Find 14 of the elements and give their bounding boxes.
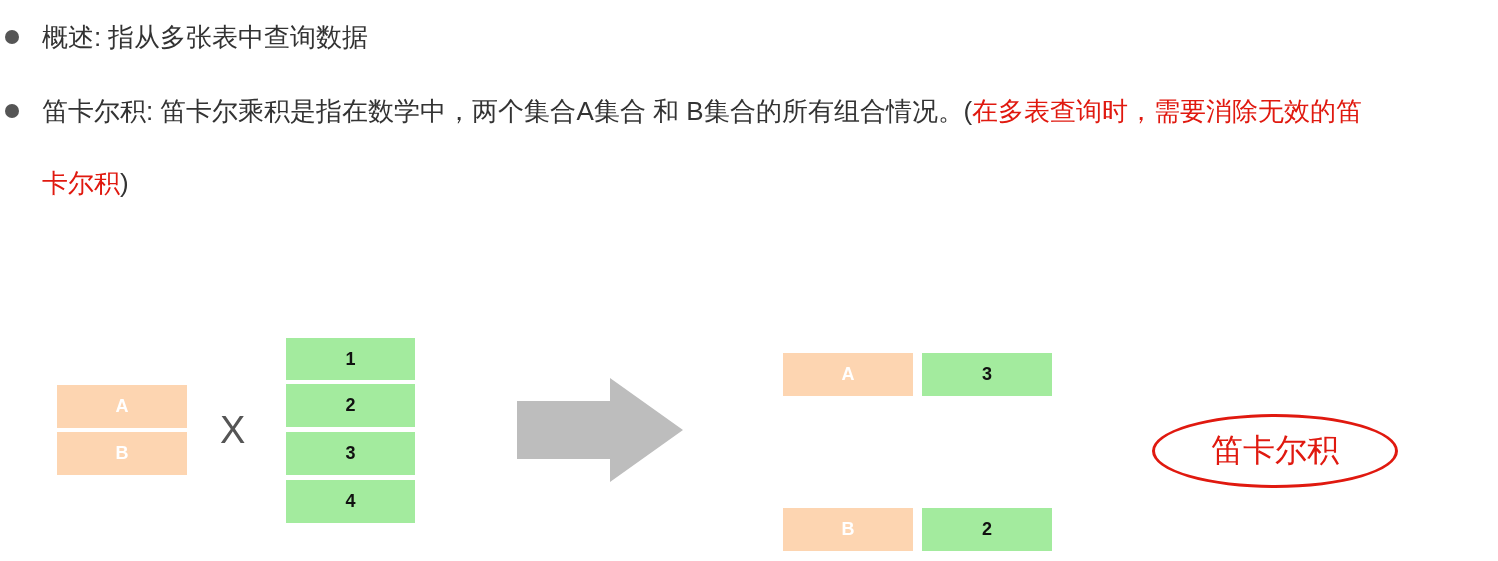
table-cell: A	[57, 385, 187, 428]
multiply-sign: X	[220, 408, 246, 452]
table-cell: 3	[286, 432, 415, 475]
table-cell: 1	[286, 338, 415, 380]
table-cell: 2	[922, 508, 1052, 551]
table-cell: A	[783, 353, 913, 396]
table-cell: B	[783, 508, 913, 551]
table-cell: 2	[286, 384, 415, 427]
bullet-text: 概述: 指从多张表中查询数据	[42, 21, 369, 54]
table-cell: 3	[922, 353, 1052, 396]
table-cell: B	[57, 432, 187, 475]
highlight-oval: 笛卡尔积	[1152, 414, 1398, 488]
table-cell: 4	[286, 480, 415, 523]
bullet-text: 笛卡尔积: 笛卡尔乘积是指在数学中，两个集合A集合 和 B集合的所有组合情况。(在多表查询时，需要消除无效的笛卡尔积)	[42, 95, 1364, 200]
